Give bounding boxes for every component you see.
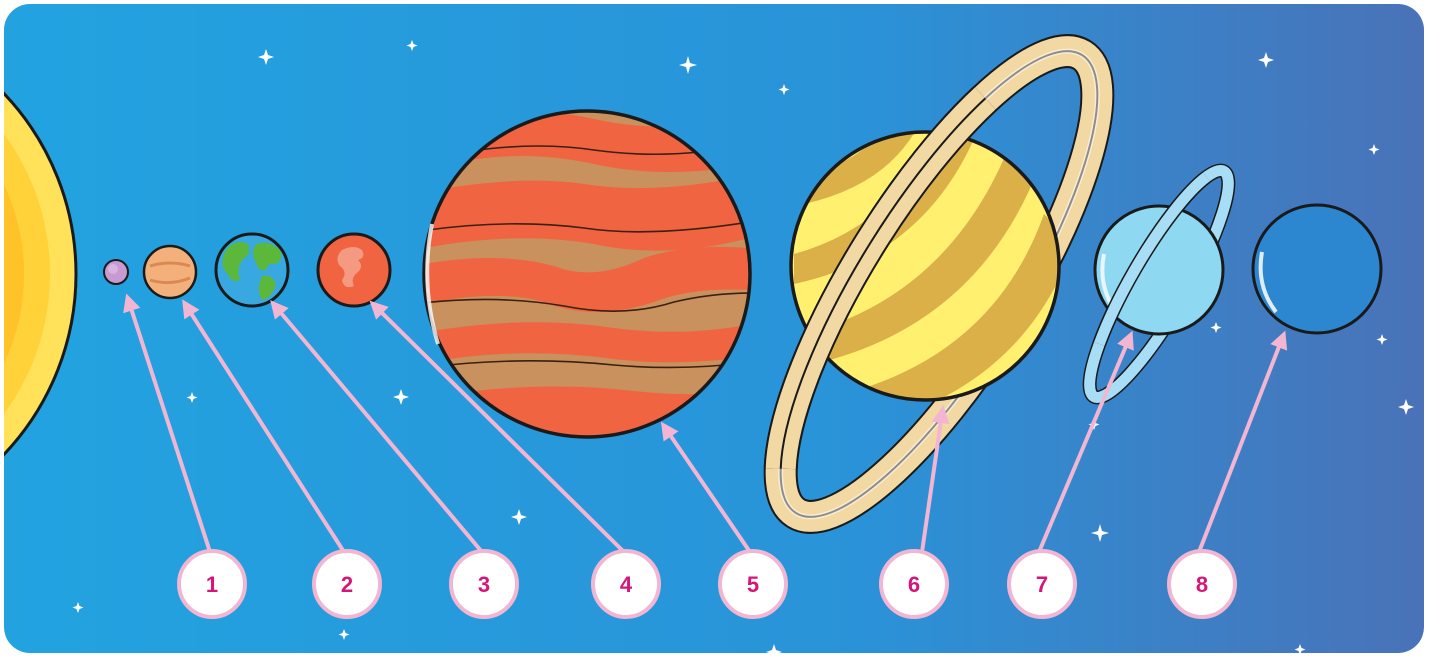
label-3-text: 3 [478,572,490,597]
label-1: 1 [179,551,245,617]
label-8-text: 8 [1196,572,1208,597]
label-1-text: 1 [206,572,218,597]
label-6-text: 6 [908,572,920,597]
planet-2-venus [144,246,196,298]
planet-4-mars [318,234,390,306]
label-5-text: 5 [747,572,759,597]
label-4: 4 [593,551,659,617]
label-2: 2 [314,551,380,617]
label-5: 5 [720,551,786,617]
solar-system-diagram: 1 2 3 4 5 6 7 8 [4,4,1424,653]
label-3: 3 [451,551,517,617]
label-7: 7 [1009,551,1075,617]
planet-3-earth [216,234,288,306]
planet-1-mercury [104,260,128,284]
label-7-text: 7 [1036,572,1048,597]
label-8: 8 [1169,551,1235,617]
label-2-text: 2 [341,572,353,597]
label-4-text: 4 [620,572,633,597]
planet-8-neptune [1253,205,1381,333]
label-6: 6 [881,551,947,617]
